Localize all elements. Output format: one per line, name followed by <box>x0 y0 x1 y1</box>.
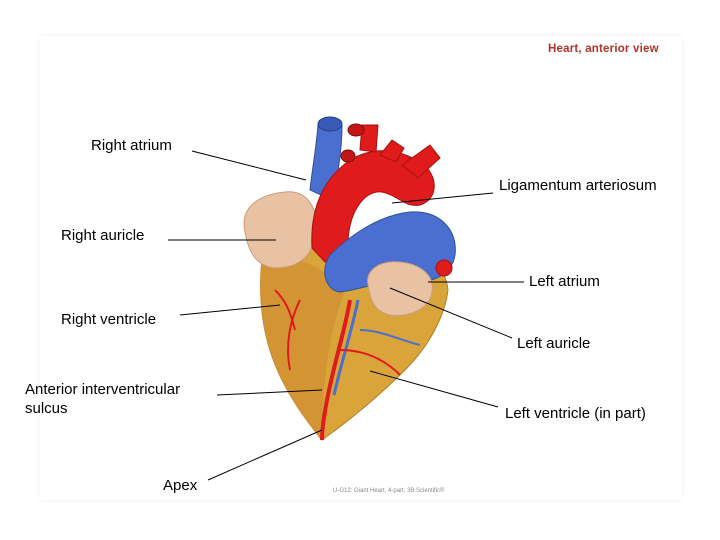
label-left-ventricle: Left ventricle (in part) <box>505 405 646 422</box>
coronary-branch-2 <box>287 299 301 371</box>
leader-left-auricle <box>389 287 513 339</box>
label-right-auricle: Right auricle <box>61 227 145 244</box>
left-auricle <box>367 261 433 317</box>
label-apex: Apex <box>163 477 198 494</box>
label-ligamentum-arteriosum: Ligamentum arteriosum <box>499 177 657 194</box>
leader-apex <box>207 429 323 481</box>
svc-opening <box>317 116 343 132</box>
coronary-artery <box>320 299 352 441</box>
coronary-vein <box>332 299 360 396</box>
aortic-opening-2 <box>340 149 356 163</box>
coronary-branch-1 <box>339 349 401 376</box>
leader-anterior-sulcus <box>216 389 323 396</box>
aortic-opening-1 <box>347 123 365 137</box>
label-anterior-sulcus-line2: sulcus <box>25 400 68 417</box>
label-left-auricle: Left auricle <box>517 335 591 352</box>
leader-left-ventricle <box>369 370 499 408</box>
label-anterior-sulcus-line1: Anterior interventricular <box>25 381 181 398</box>
aortic-branch-3 <box>401 144 441 179</box>
coronary-branch-3 <box>359 329 421 346</box>
right-auricle <box>243 191 317 269</box>
label-right-ventricle: Right ventricle <box>61 311 157 328</box>
leader-right-ventricle <box>179 304 281 316</box>
label-right-atrium: Right atrium <box>91 137 172 154</box>
aortic-branch-2 <box>379 139 405 163</box>
left-atrium-vessels <box>435 259 453 277</box>
label-left-atrium: Left atrium <box>529 273 600 290</box>
leader-right-atrium <box>191 150 307 181</box>
coronary-branch-4 <box>274 289 296 331</box>
figure-caption: U-G12: Giant Heart, 4-part, 3B Scientifi… <box>333 488 445 494</box>
right-ventricle-region <box>260 255 345 440</box>
diagram-title: Heart, anterior view <box>548 43 659 55</box>
leader-lines <box>168 150 524 481</box>
leader-ligamentum <box>391 192 494 204</box>
